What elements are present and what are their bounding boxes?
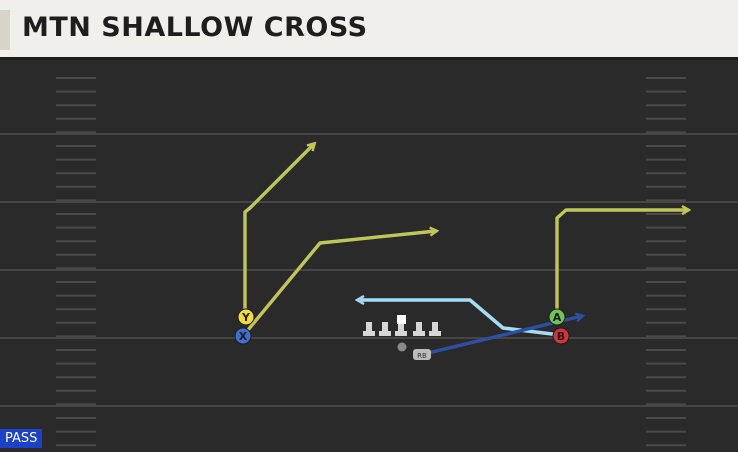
- football-field: RB Y X A B: [0, 60, 738, 448]
- play-title-bar: MTN SHALLOW CROSS: [0, 0, 738, 60]
- player-b: B: [552, 327, 570, 345]
- route-y: [243, 144, 314, 318]
- hash-marks-left: [56, 77, 96, 447]
- player-rb-label: RB: [417, 352, 427, 360]
- player-y-label: Y: [241, 311, 251, 324]
- field-surface: [0, 60, 738, 448]
- route-a: [555, 210, 688, 319]
- player-x: X: [234, 327, 252, 345]
- lineman-icon: [429, 322, 441, 336]
- lineman-icon: [379, 322, 391, 336]
- routes: [241, 144, 688, 356]
- player-rb: RB: [413, 349, 431, 360]
- title-accent: [0, 10, 10, 50]
- play-title: MTN SHALLOW CROSS: [22, 12, 368, 43]
- player-x-label: X: [239, 330, 248, 343]
- route-b: [362, 300, 562, 337]
- player-a-label: A: [553, 311, 562, 324]
- offensive-line: [363, 315, 441, 336]
- player-b-label: B: [557, 330, 565, 343]
- player-y: Y: [237, 308, 255, 326]
- play-type-badge: PASS: [0, 429, 43, 448]
- quarterback-marker: [397, 342, 407, 352]
- route-x: [241, 231, 436, 338]
- hash-marks-right: [646, 77, 686, 447]
- player-a: A: [548, 308, 566, 326]
- lineman-icon: [413, 322, 425, 336]
- lineman-icon: [363, 322, 375, 336]
- play-diagram: RB Y X A B: [0, 60, 738, 448]
- yard-lines: [0, 133, 738, 407]
- center-icon: [395, 315, 407, 336]
